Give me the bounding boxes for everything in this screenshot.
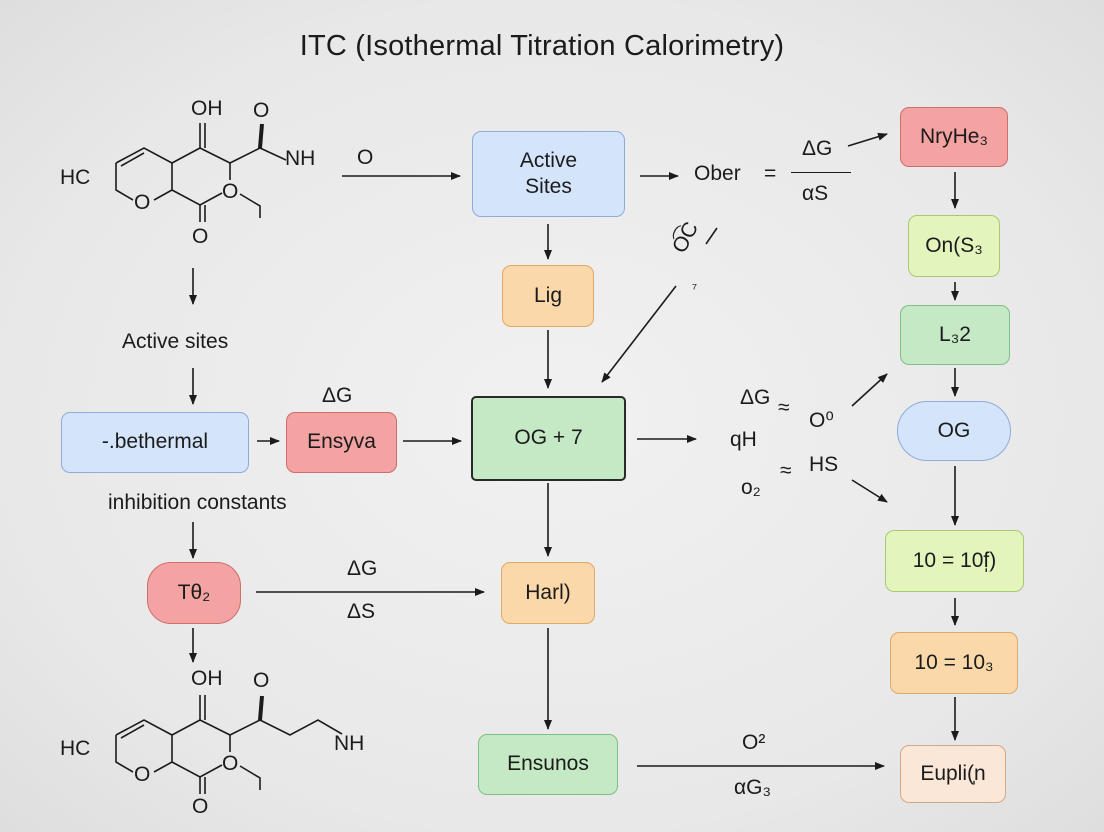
molecule-bottom-nh: NH — [334, 732, 365, 755]
tdz-box: Tθ₂ — [147, 562, 241, 624]
right-hs-label: HS — [809, 453, 839, 476]
molecule-bottom-o-bottom: O — [192, 795, 209, 818]
ensunos-arrow-top-label: O² — [742, 731, 766, 754]
molecule-bottom-structure — [115, 695, 343, 794]
active-sites-box-line1: Active — [519, 148, 578, 172]
nryhe-box-text: NryHe₃ — [919, 124, 989, 148]
right-o2-label: o₂ — [741, 476, 761, 499]
ten-box-2: 10 = 10₃ — [890, 632, 1018, 694]
ensunos-box-text: Ensunos — [507, 752, 589, 776]
molecule-bottom-oh: OH — [191, 667, 223, 690]
ons-box-text: On(S₃ — [925, 233, 983, 257]
equation-ober: Ober — [694, 162, 741, 185]
molecule-top-nh: NH — [285, 147, 316, 170]
l32-box: L₃2 — [900, 305, 1010, 365]
molecule-top-o-ketone: O — [253, 99, 270, 122]
equation-fraction-bar — [791, 172, 851, 173]
ensunos-arrow-bottom-label: αG₃ — [734, 776, 772, 799]
equation-denominator: αS — [802, 182, 829, 205]
enzyme-dg-label: ΔG — [322, 384, 353, 407]
arrow-o0-to-l32 — [851, 373, 888, 407]
right-approx-2: ≈ — [780, 459, 792, 482]
harl-box-text: Harl) — [525, 580, 571, 604]
tdz-box-text: Tθ₂ — [177, 580, 211, 604]
right-o0-label: O⁰ — [809, 409, 834, 432]
ensunos-box: Ensunos — [478, 734, 618, 795]
eupli-box-text: Eupli(̩n — [920, 761, 986, 785]
molecule-bottom-hc: HC — [60, 737, 91, 760]
o-label: O — [357, 146, 374, 169]
equation-equals: = — [764, 162, 777, 185]
lig-box: Lig — [502, 265, 594, 327]
molecule-top-hc: HC — [60, 166, 91, 189]
molecule-bottom-o-ketone: O — [253, 669, 270, 692]
isothermal-box: -.bethermal — [61, 412, 249, 473]
molecule-top-structure — [115, 123, 287, 222]
nryhe-box: NryHe₃ — [900, 107, 1008, 167]
molecule-top-oh: OH — [191, 97, 223, 120]
tdz-arrow-dg-label: ΔG — [347, 557, 378, 580]
molecule-top-o-bottom: O — [192, 225, 209, 248]
arrow-equation-to-nryhe — [847, 132, 888, 147]
ons-box: On(S₃ — [908, 215, 1000, 277]
ten-box-1: 10 = 10f̩) — [885, 530, 1024, 592]
diagram-title: ITC (Isothermal Titration Calorimetry) — [299, 30, 785, 62]
isothermal-box-text: -.bethermal — [101, 430, 209, 454]
eupli-box: Eupli(̩n — [900, 745, 1006, 803]
molecule-bottom-o-ring: O — [134, 763, 151, 786]
og-box: OG — [897, 401, 1011, 461]
inhibition-constants-label: inhibition constants — [108, 491, 287, 514]
enzyme-box-text: Ensyva — [307, 430, 376, 454]
l32-box-text: L₃2 — [939, 322, 971, 346]
active-sites-box: Active Sites — [472, 131, 625, 217]
harl-box: Harl) — [501, 562, 595, 624]
ten-box-1-text: 10 = 10f̩) — [912, 548, 997, 572]
lig-box-text: Lig — [533, 283, 563, 307]
og-box-text: OG — [937, 418, 971, 442]
right-approx-1: ≈ — [778, 396, 790, 419]
molecule-bottom-o-ether: O — [222, 752, 239, 775]
arrow-hs-to-ten-box — [851, 479, 888, 503]
molecule-top-o-ring: O — [134, 191, 151, 214]
active-sites-label: Active sites — [122, 330, 229, 353]
active-sites-box-line2: Sites — [525, 175, 572, 198]
molecule-top-o-ether: O — [222, 180, 239, 203]
equation-numerator: ΔG — [802, 137, 833, 160]
right-dg-label: ΔG — [740, 386, 771, 409]
tdz-arrow-ds-label: ΔS — [347, 600, 376, 623]
og7-box: OG + 7 — [471, 396, 626, 481]
enzyme-box: Ensyva — [286, 412, 397, 473]
og7-box-text: OG + 7 — [514, 426, 583, 450]
right-qh-label: qH — [730, 428, 757, 451]
ten-box-2-text: 10 = 10₃ — [914, 650, 994, 674]
arrow-diagonal-to-og7 — [601, 285, 677, 383]
diagonal-arrow-superscript: ⁷ — [692, 280, 698, 296]
